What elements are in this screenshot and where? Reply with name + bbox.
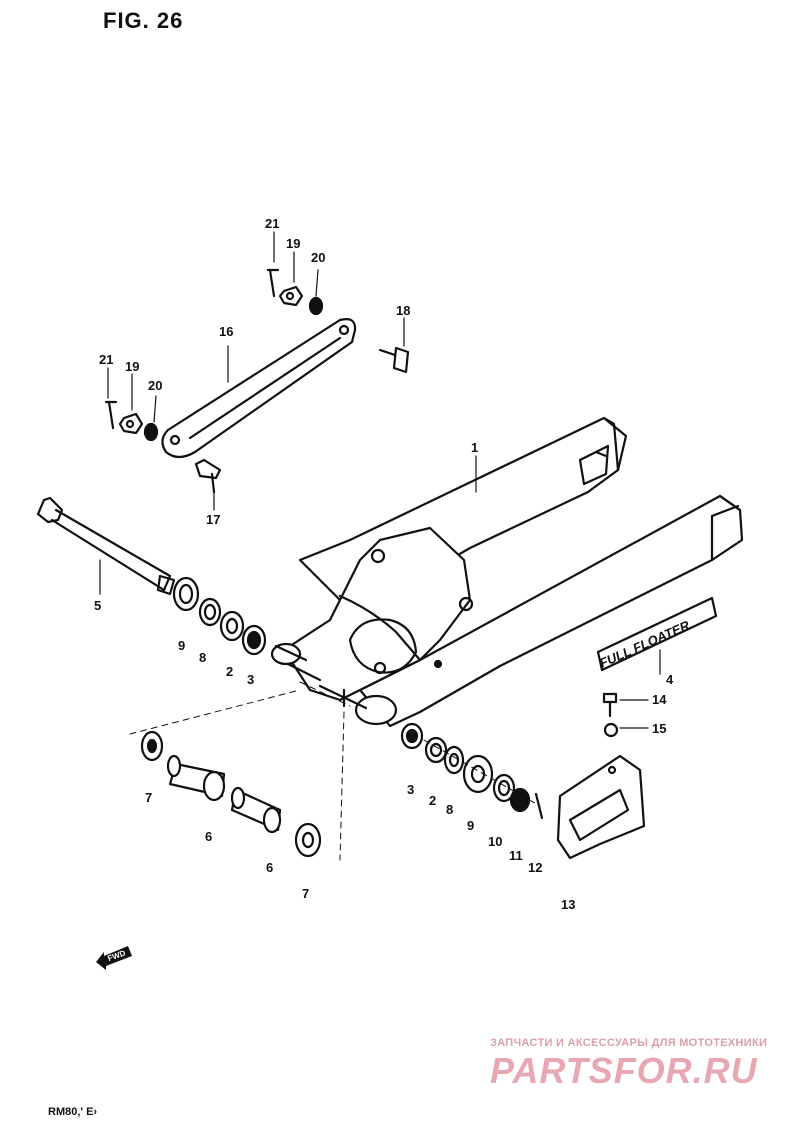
watermark-tagline: ЗАПЧАСТИ И АКСЕССУАРЫ ДЛЯ МОТОТЕХНИКИ xyxy=(490,1037,768,1049)
bolt-17-part xyxy=(194,458,222,494)
model-code: RM80‚' E› xyxy=(48,1106,98,1118)
bolt-18-part xyxy=(378,346,410,374)
callout-15: 15 xyxy=(652,721,667,736)
callout-8: 8 xyxy=(199,650,207,665)
left-bearing-stack xyxy=(172,576,267,656)
cap-15-part xyxy=(603,722,619,738)
callout-21: 21 xyxy=(99,352,114,367)
torque-link-part xyxy=(161,318,357,459)
callout-10: 10 xyxy=(488,834,503,849)
leader-lines xyxy=(99,231,661,729)
bolt-14-part xyxy=(602,692,618,718)
callout-9: 9 xyxy=(467,818,475,833)
chain-guide-part xyxy=(556,754,646,860)
watermark-brand: PARTSFOR.RU xyxy=(490,1050,758,1091)
callout-6: 6 xyxy=(266,860,274,875)
callout-12: 12 xyxy=(528,860,543,875)
fwd-arrow-icon: FWD xyxy=(96,946,132,970)
callout-6: 6 xyxy=(205,829,213,844)
decal-part xyxy=(596,596,718,672)
callout-7: 7 xyxy=(145,790,153,805)
callout-13: 13 xyxy=(561,897,576,912)
callout-19: 19 xyxy=(125,359,140,374)
callout-2: 2 xyxy=(429,793,437,808)
callout-16: 16 xyxy=(219,324,234,339)
callout-14: 14 xyxy=(652,692,667,707)
callout-8: 8 xyxy=(446,802,454,817)
figure-title: FIG. 26 xyxy=(103,8,184,33)
callout-5: 5 xyxy=(94,598,102,613)
decal-text: FULL FLOATER xyxy=(597,617,692,670)
bolt-nut-upper xyxy=(266,268,324,316)
callout-19: 19 xyxy=(286,236,301,251)
bolt-nut-lower xyxy=(104,400,159,442)
callout-18: 18 xyxy=(396,303,411,318)
callout-3: 3 xyxy=(407,782,415,797)
callout-11: 11 xyxy=(509,848,523,863)
callout-7: 7 xyxy=(302,886,310,901)
callout-20: 20 xyxy=(311,250,326,265)
callout-9: 9 xyxy=(178,638,186,653)
pivot-shaft-part xyxy=(36,496,176,596)
callout-20: 20 xyxy=(148,378,163,393)
swingarm-part xyxy=(270,416,744,728)
callout-1: 1 xyxy=(471,440,479,455)
callout-21: 21 xyxy=(265,216,280,231)
callout-3: 3 xyxy=(247,672,255,687)
callout-17: 17 xyxy=(206,512,221,527)
callout-2: 2 xyxy=(226,664,234,679)
callout-4: 4 xyxy=(666,672,674,687)
right-bearing-stack xyxy=(400,722,544,820)
spacer-bushings xyxy=(140,730,322,858)
center-lines xyxy=(129,681,541,861)
